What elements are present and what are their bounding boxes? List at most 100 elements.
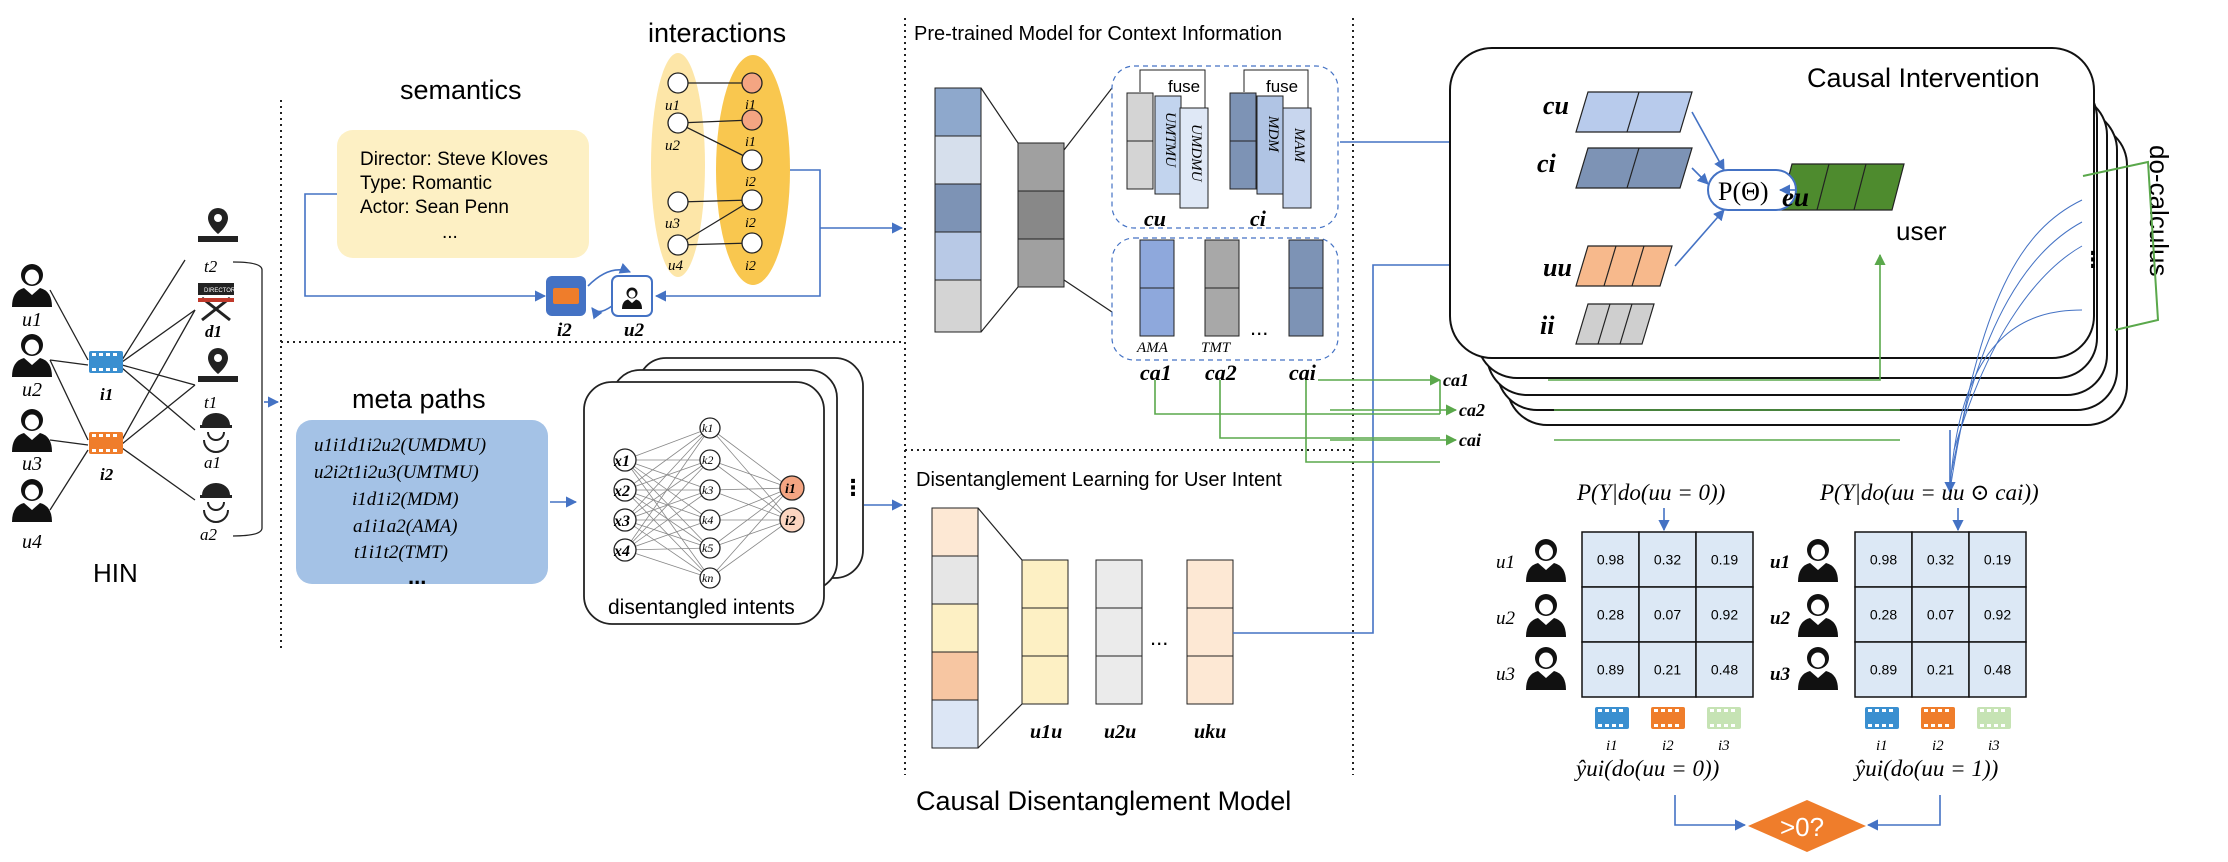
intent-hidden: k4 [702, 513, 713, 527]
meta-path: a1i1a2(AMA) [353, 516, 457, 537]
decision-label: >0? [1780, 812, 1824, 842]
matrix-value: 0.48 [1984, 662, 2011, 678]
matrix-item-label: i2 [1932, 738, 1944, 754]
pretrained-panel: Pre-trained Model for Context Informatio… [914, 23, 1507, 385]
interaction-item: i1 [745, 135, 756, 150]
intent-input: x4 [613, 543, 630, 560]
interaction-item: i2 [745, 259, 756, 274]
meta-paths-panel: meta paths u1i1d1i2u2(UMDMU) u2i2t1i2u3(… [296, 384, 578, 589]
meta-path: i1d1i2(MDM) [352, 489, 459, 510]
matrix-left-caption: ŷui(do(uu = 0)) [1574, 756, 1719, 781]
meta-path: t1i1t2(TMT) [354, 542, 448, 563]
user-icon [12, 334, 52, 377]
causal-cu: cu [1543, 91, 1569, 120]
matrix-cell [1854, 641, 1913, 698]
semantics-box [337, 130, 589, 258]
intent-output: i1 [785, 482, 796, 497]
matrix-value: 0.28 [1870, 607, 1897, 623]
semantics-line: Director: Steve Kloves [360, 149, 548, 170]
user-label: user [1896, 216, 1947, 246]
matrix-value: 0.92 [1984, 607, 2011, 623]
ptheta-label: P(Θ) [1718, 177, 1769, 206]
interaction-user: u1 [665, 98, 680, 114]
matrix-value: 0.92 [1711, 607, 1738, 623]
meta-path: u1i1d1i2u2(UMDMU) [314, 435, 486, 456]
interaction-item: i1 [745, 98, 756, 113]
user-icon [12, 409, 52, 452]
matrix-value: 0.19 [1984, 552, 2011, 568]
map-pin-icon [198, 208, 238, 242]
interactions-title: interactions [648, 18, 786, 48]
user-icon [12, 264, 52, 307]
user-icon [1526, 647, 1566, 690]
semantics-title: semantics [400, 75, 522, 105]
interaction-item: i2 [745, 175, 756, 190]
intent-output: i2 [785, 514, 796, 529]
matrix-item-label: i3 [1718, 738, 1730, 754]
semantics-line: Type: Romantic [360, 173, 492, 194]
movie-orange-icon [89, 432, 123, 454]
meta-path: ... [408, 564, 426, 589]
matrix-cell [1968, 586, 2027, 643]
semantics-item-label: i2 [557, 320, 572, 341]
causal-ci: ci [1537, 149, 1557, 178]
matrix-row-label: u1 [1496, 552, 1515, 573]
matrix-value: 0.32 [1927, 552, 1954, 568]
semantics-user-label: u2 [624, 320, 645, 341]
cai-label: cai [1289, 360, 1317, 385]
movie-green-icon [1977, 707, 2011, 729]
matrix-value: 0.32 [1654, 552, 1681, 568]
matrix-value: 0.89 [1870, 662, 1897, 678]
causal-dots: ⋮ [2082, 247, 2104, 272]
interaction-user: u2 [665, 138, 681, 154]
stack-label: MDM [1265, 115, 1281, 153]
meta-paths-title: meta paths [352, 384, 486, 414]
matrix-cell [1911, 531, 1970, 588]
matrix-right-caption: ŷui(do(uu = 1)) [1853, 756, 1998, 781]
pretrained-title: Pre-trained Model for Context Informatio… [914, 23, 1282, 45]
intents-dots: ⋮ [842, 475, 864, 500]
user-icon [1798, 539, 1838, 582]
hin-entity-label: a1 [204, 453, 221, 472]
hin-entity-label: t2 [204, 257, 218, 276]
intent-hidden: k3 [702, 483, 713, 497]
matrix-cell [1581, 586, 1640, 643]
ca2-label: ca2 [1205, 360, 1237, 385]
movie-orange-icon [1921, 707, 1955, 729]
matrix-cell [1854, 531, 1913, 588]
matrix-right-title: P(Y|do(uu = uu ⊙ cai)) [1819, 480, 2039, 505]
hin-user-label: u2 [22, 379, 42, 401]
meta-paths-box [296, 420, 548, 584]
director-chair-icon [198, 283, 234, 322]
feed-ca2: ca2 [1459, 400, 1485, 420]
matrix-value: 0.48 [1711, 662, 1738, 678]
ca1-label: ca1 [1140, 360, 1172, 385]
causal-eu: eu [1782, 182, 1809, 212]
matrix-item-label: i1 [1606, 738, 1618, 754]
user-icon [1526, 594, 1566, 637]
intent-hidden: kn [702, 571, 713, 585]
interaction-user: u3 [665, 216, 680, 232]
matrix-cell [1911, 586, 1970, 643]
causal-title: Causal Intervention [1807, 63, 2040, 93]
matrix-cell [1695, 531, 1754, 588]
intent-hidden: k5 [702, 541, 713, 555]
hin-entity-label: d1 [205, 322, 222, 341]
matrix-value: 0.89 [1597, 662, 1624, 678]
fuse-label: fuse [1168, 77, 1200, 96]
user-icon [1798, 647, 1838, 690]
matrix-value: 0.19 [1711, 552, 1738, 568]
matrix-row-label: u2 [1770, 608, 1791, 629]
interaction-item: i2 [745, 216, 756, 231]
movie-blue-icon [1595, 707, 1629, 729]
interaction-user: u4 [668, 258, 684, 274]
stack-label: MAM [1291, 127, 1307, 164]
intent-hidden: k1 [702, 421, 713, 435]
hin-entity-label: t1 [204, 393, 217, 412]
do-curves [1949, 199, 2083, 491]
intent-input: x3 [613, 513, 630, 530]
decision-diamond [1748, 800, 1866, 852]
hin-item-label: i2 [100, 465, 114, 484]
interactions-panel: interactions u1 u2 u3 u4 i1 i1 i2 [648, 18, 904, 302]
